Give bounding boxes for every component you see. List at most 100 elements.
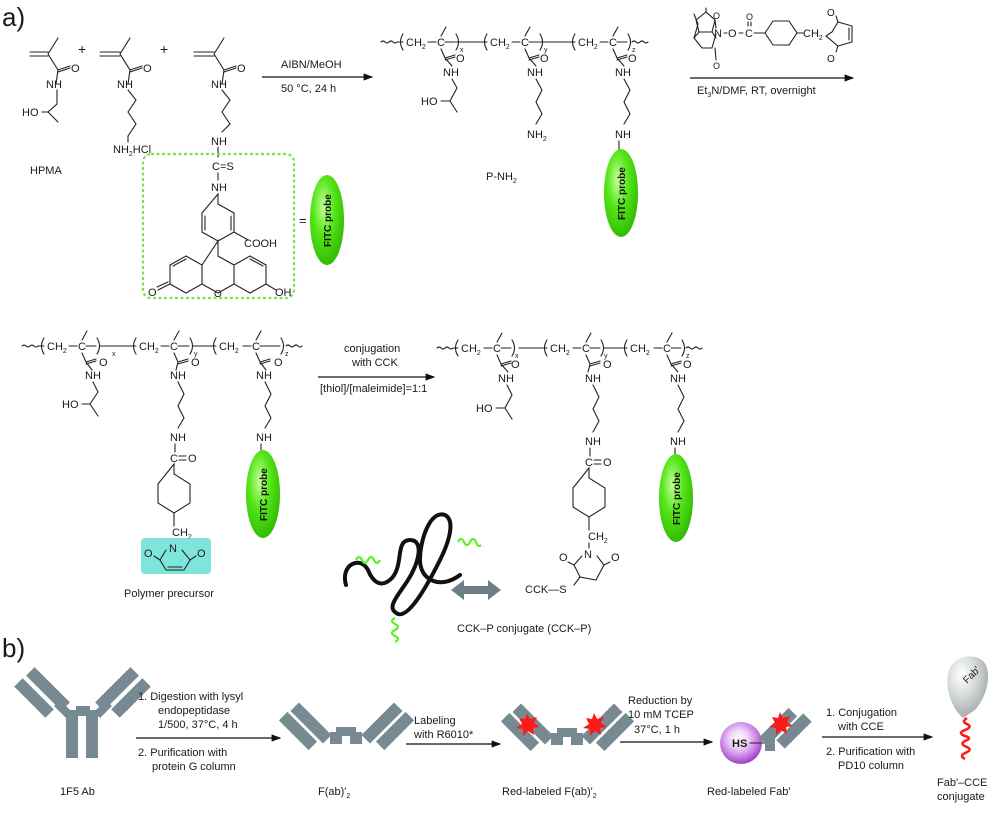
fab-shape [947,656,989,718]
red-fab-name: Red-labeled Fab' [707,786,790,798]
step-b1-line2: endopeptidase [158,705,230,717]
oxygen-label: O [540,53,549,65]
n-label: N [169,543,177,555]
ch2-label: CH2 [490,37,510,51]
nh-label: NH [670,436,686,448]
oxygen-label: O [237,63,246,75]
cck-s-label: CCK—S [525,584,567,596]
nh-label: NH [443,67,459,79]
oxygen-label: O [99,357,108,369]
c-label: C [582,343,590,355]
oxygen-label: O [191,357,200,369]
c-label: C [493,343,501,355]
step1-arrow: AIBN/MeOH 50 °C, 24 h [262,59,374,95]
oxygen-label: O [628,53,637,65]
polymer-coil-cartoon [342,512,482,643]
plus-sign: + [78,41,86,57]
hs-label: HS [732,738,747,750]
step-b1-line4: 2. Purification with [138,747,227,759]
oxygen-label: O [713,61,720,71]
nh-label: NH [585,373,601,385]
hpma-name: HPMA [30,165,62,177]
step2-condition: Et3N/DMF, RT, overnight [697,85,816,99]
subscript-x: x [460,47,464,54]
ho-label: HO [421,96,438,108]
step-b1-line3: 1/500, 37°C, 4 h [158,719,238,731]
polymer-p-nh2: CH2 C x O NH HO CH2 C y O NH NH2 CH2 C z… [380,26,649,237]
fitc-probe: FITC probe [246,450,280,538]
nh-label: NH [670,373,686,385]
c-label: C [521,37,529,49]
c-label: C [745,28,753,40]
step1-reagent: AIBN/MeOH [281,59,342,71]
oxygen-label: O [511,359,520,371]
step3-line3: [thiol]/[maleimide]=1:1 [320,383,427,395]
nh-label: NH [211,136,227,148]
step-b1-line5: protein G column [152,761,236,773]
fab2-fragment [278,702,415,751]
oxygen-label: O [559,552,568,564]
oxygen-label: O [71,63,80,75]
cs-label: C=S [212,161,234,173]
subscript-x: x [515,353,519,360]
c-label: C [170,453,178,465]
oxygen-label: O [603,359,612,371]
oxygen-label: O [611,552,620,564]
oxygen-label: O [148,287,157,299]
step-b1-arrow: 1. Digestion with lysyl endopeptidase 1/… [136,691,282,773]
final-name-line1: Fab'–CCE [937,777,987,789]
smcc-reagent: O O N O C O CH2 O O Et3N/DMF, RT, overni… [690,7,855,99]
oxygen-label: O [746,12,753,22]
subscript-y: y [544,47,548,54]
c-label: C [663,343,671,355]
nh-label: NH [211,182,227,194]
svg-text:FITC probe: FITC probe [323,194,334,247]
panel-a-label: a) [2,2,25,32]
monomer-fitc: O NH NH C=S NH COOH O OH O = FITC probe [141,37,344,300]
step-b3-line1: Reduction by [628,695,693,707]
c-label: C [585,457,593,469]
oxygen-label: O [274,357,283,369]
antibody-1f5 [14,667,151,758]
step-b1-line1: 1. Digestion with lysyl [138,691,243,703]
svg-text:FITC probe: FITC probe [617,167,628,220]
nh-label: NH [615,129,631,141]
red-labeled-fab2 [500,703,635,752]
red-label-star [583,713,607,736]
c-label: C [609,37,617,49]
panel-b-label: b) [2,633,25,663]
cck-p-name: CCK–P conjugate (CCK–P) [457,623,591,635]
fitc-probe: FITC probe [604,149,638,237]
nh-label: NH [256,432,272,444]
nh-label: NH [527,67,543,79]
nh-label: NH [170,370,186,382]
ch2-label: CH2 [406,37,426,51]
cooh-label: COOH [244,238,277,250]
n-label: N [714,28,722,40]
ch2-label: CH2 [578,37,598,51]
ch2-label: CH2 [461,343,481,357]
step-b4-line2: with CCE [837,721,884,733]
ch2-label: CH2 [803,28,823,42]
oxygen-label: O [143,63,152,75]
step-b3-line2: 10 mM TCEP [628,709,694,721]
oxygen-label: O [603,457,612,469]
step-b2-line1: Labeling [414,715,456,727]
p-nh2-name: P-NH2 [486,171,517,185]
nh-label: NH [170,432,186,444]
nh-label: NH [615,67,631,79]
plus-sign: + [160,41,168,57]
step1-condition: 50 °C, 24 h [281,83,336,95]
xanthene-oxygen: O [214,289,222,300]
polymer-precursor-name: Polymer precursor [124,588,214,600]
subscript-x: x [112,351,116,358]
ch2-label: CH2 [47,341,67,355]
cce-peptide-coil [959,716,971,761]
subscript-y: y [604,353,608,360]
nh-label: NH [585,436,601,448]
step-b4-arrow: 1. Conjugation with CCE 2. Purification … [822,707,934,772]
red-fab2-name: Red-labeled F(ab)'2 [502,786,597,800]
monomer-apma: O NH NH2HCl [99,37,152,158]
nh-label: NH [211,79,227,91]
